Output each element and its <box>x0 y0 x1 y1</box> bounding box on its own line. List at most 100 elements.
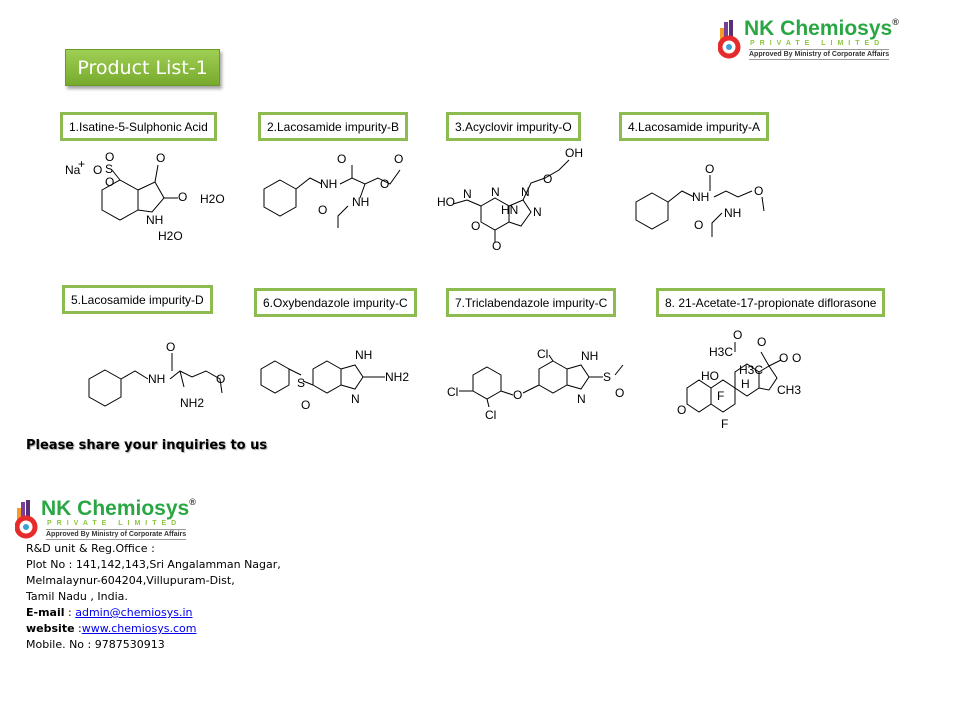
svg-text:NH: NH <box>146 213 163 227</box>
svg-text:CH3: CH3 <box>777 383 801 397</box>
svg-text:Cl: Cl <box>447 385 458 399</box>
email-label: E-mail <box>26 606 65 619</box>
product-label-6: 6.Oxybendazole impurity-C <box>254 288 417 317</box>
svg-text:F: F <box>721 417 728 431</box>
svg-text:O: O <box>105 150 114 164</box>
svg-text:O: O <box>471 219 480 233</box>
svg-text:S: S <box>105 162 113 176</box>
product-label-5: 5.Lacosamide impurity-D <box>62 285 213 314</box>
svg-text:O: O <box>301 398 310 412</box>
svg-text:O: O <box>779 351 788 365</box>
svg-text:NH: NH <box>320 177 337 191</box>
svg-text:O: O <box>615 386 624 400</box>
logo-sub: PRIVATE LIMITED <box>47 520 182 527</box>
logo-sub: PRIVATE LIMITED <box>750 40 885 47</box>
logo-mark-icon <box>15 500 38 539</box>
svg-text:OH: OH <box>565 148 583 160</box>
address-line-2: Plot No : 141,142,143,Sri Angalamman Nag… <box>26 558 281 571</box>
logo-approved: Approved By Ministry of Corporate Affair… <box>749 49 890 60</box>
svg-text:O: O <box>166 340 175 354</box>
svg-text:H: H <box>741 377 750 391</box>
svg-text:O: O <box>156 151 165 165</box>
company-logo-top: NK Chemiosys® PRIVATE LIMITED Approved B… <box>718 18 918 62</box>
svg-text:H3C: H3C <box>709 345 733 359</box>
svg-text:O: O <box>318 203 327 217</box>
logo-reg: ® <box>189 497 196 507</box>
svg-text:O: O <box>757 335 766 349</box>
svg-text:N: N <box>521 185 530 199</box>
svg-text:+: + <box>78 157 85 171</box>
svg-text:S: S <box>603 370 611 384</box>
svg-text:H3C: H3C <box>739 363 763 377</box>
svg-text:Cl: Cl <box>485 408 496 422</box>
svg-text:O: O <box>705 162 714 176</box>
product-label-4: 4.Lacosamide impurity-A <box>619 112 770 141</box>
structure-2: ONH OO NHO <box>263 152 403 228</box>
email-link[interactable]: admin@chemiosys.in <box>75 606 193 619</box>
svg-text:O: O <box>792 351 801 365</box>
company-logo-bottom: NK Chemiosys® PRIVATE LIMITED Approved B… <box>15 498 215 542</box>
svg-text:N: N <box>351 392 360 406</box>
svg-text:O: O <box>754 184 763 198</box>
svg-text:N: N <box>491 185 500 199</box>
logo-name: NK Chemiosys <box>744 17 893 40</box>
structure-5: O NH NH2 O <box>88 340 225 410</box>
svg-text:NH: NH <box>148 372 165 386</box>
product-label-2: 2.Lacosamide impurity-B <box>258 112 409 141</box>
product-label-8: 8. 21-Acetate-17-propionate diflorasone <box>656 288 886 317</box>
svg-text:O: O <box>733 328 742 342</box>
svg-text:O: O <box>492 239 501 253</box>
svg-text:O: O <box>105 175 114 189</box>
product-label-3: 3.Acyclovir impurity-O <box>446 112 581 141</box>
logo-approved: Approved By Ministry of Corporate Affair… <box>46 529 187 540</box>
svg-text:O: O <box>677 403 686 417</box>
svg-text:HO: HO <box>437 195 455 209</box>
contact-block: R&D unit & Reg.Office : Plot No : 141,14… <box>26 541 281 653</box>
svg-text:NH: NH <box>352 195 369 209</box>
svg-text:NH2: NH2 <box>385 370 409 384</box>
svg-text:O: O <box>337 152 346 166</box>
page-title: Product List-1 <box>65 49 220 86</box>
svg-text:F: F <box>717 389 724 403</box>
svg-text:O: O <box>394 152 403 166</box>
svg-text:HO: HO <box>701 369 719 383</box>
svg-text:NH: NH <box>355 348 372 362</box>
svg-text:O: O <box>93 163 102 177</box>
svg-text:O: O <box>513 388 522 402</box>
address-line-1: R&D unit & Reg.Office : <box>26 542 155 555</box>
structure-6: NH NH2 SO N <box>260 348 409 412</box>
mobile-number: Mobile. No : 9787530913 <box>26 638 165 651</box>
product-label-7: 7.Triclabendazole impurity-C <box>446 288 617 317</box>
svg-text:S: S <box>297 376 305 390</box>
product-label-1: 1.Isatine-5-Sulphonic Acid <box>60 112 217 141</box>
svg-text:N: N <box>463 187 472 201</box>
address-line-3: Melmalaynur-604204,Villupuram-Dist, <box>26 574 235 587</box>
svg-text:O: O <box>216 372 225 386</box>
svg-text:H2O: H2O <box>200 192 225 206</box>
address-line-4: Tamil Nadu , India. <box>26 590 128 603</box>
website-link[interactable]: www.chemiosys.com <box>81 622 197 635</box>
svg-text:Na: Na <box>65 163 81 177</box>
logo-mark-icon <box>718 20 741 59</box>
svg-text:O: O <box>178 190 187 204</box>
svg-text:NH2: NH2 <box>180 396 204 410</box>
website-label: website <box>26 622 75 635</box>
svg-text:NH: NH <box>724 206 741 220</box>
svg-text:N: N <box>533 205 542 219</box>
svg-text:O: O <box>694 218 703 232</box>
svg-text:HN: HN <box>501 203 518 217</box>
inquiry-text: Please share your inquiries to us <box>26 438 268 453</box>
svg-text:O: O <box>380 177 389 191</box>
logo-reg: ® <box>892 17 899 27</box>
email-sep: : <box>64 606 76 619</box>
structure-4: O NH O NH O <box>635 162 765 237</box>
svg-text:NH: NH <box>581 349 598 363</box>
logo-name: NK Chemiosys <box>41 497 190 520</box>
website-sep: : <box>74 622 82 635</box>
svg-text:Cl: Cl <box>537 347 548 361</box>
svg-text:NH: NH <box>692 190 709 204</box>
